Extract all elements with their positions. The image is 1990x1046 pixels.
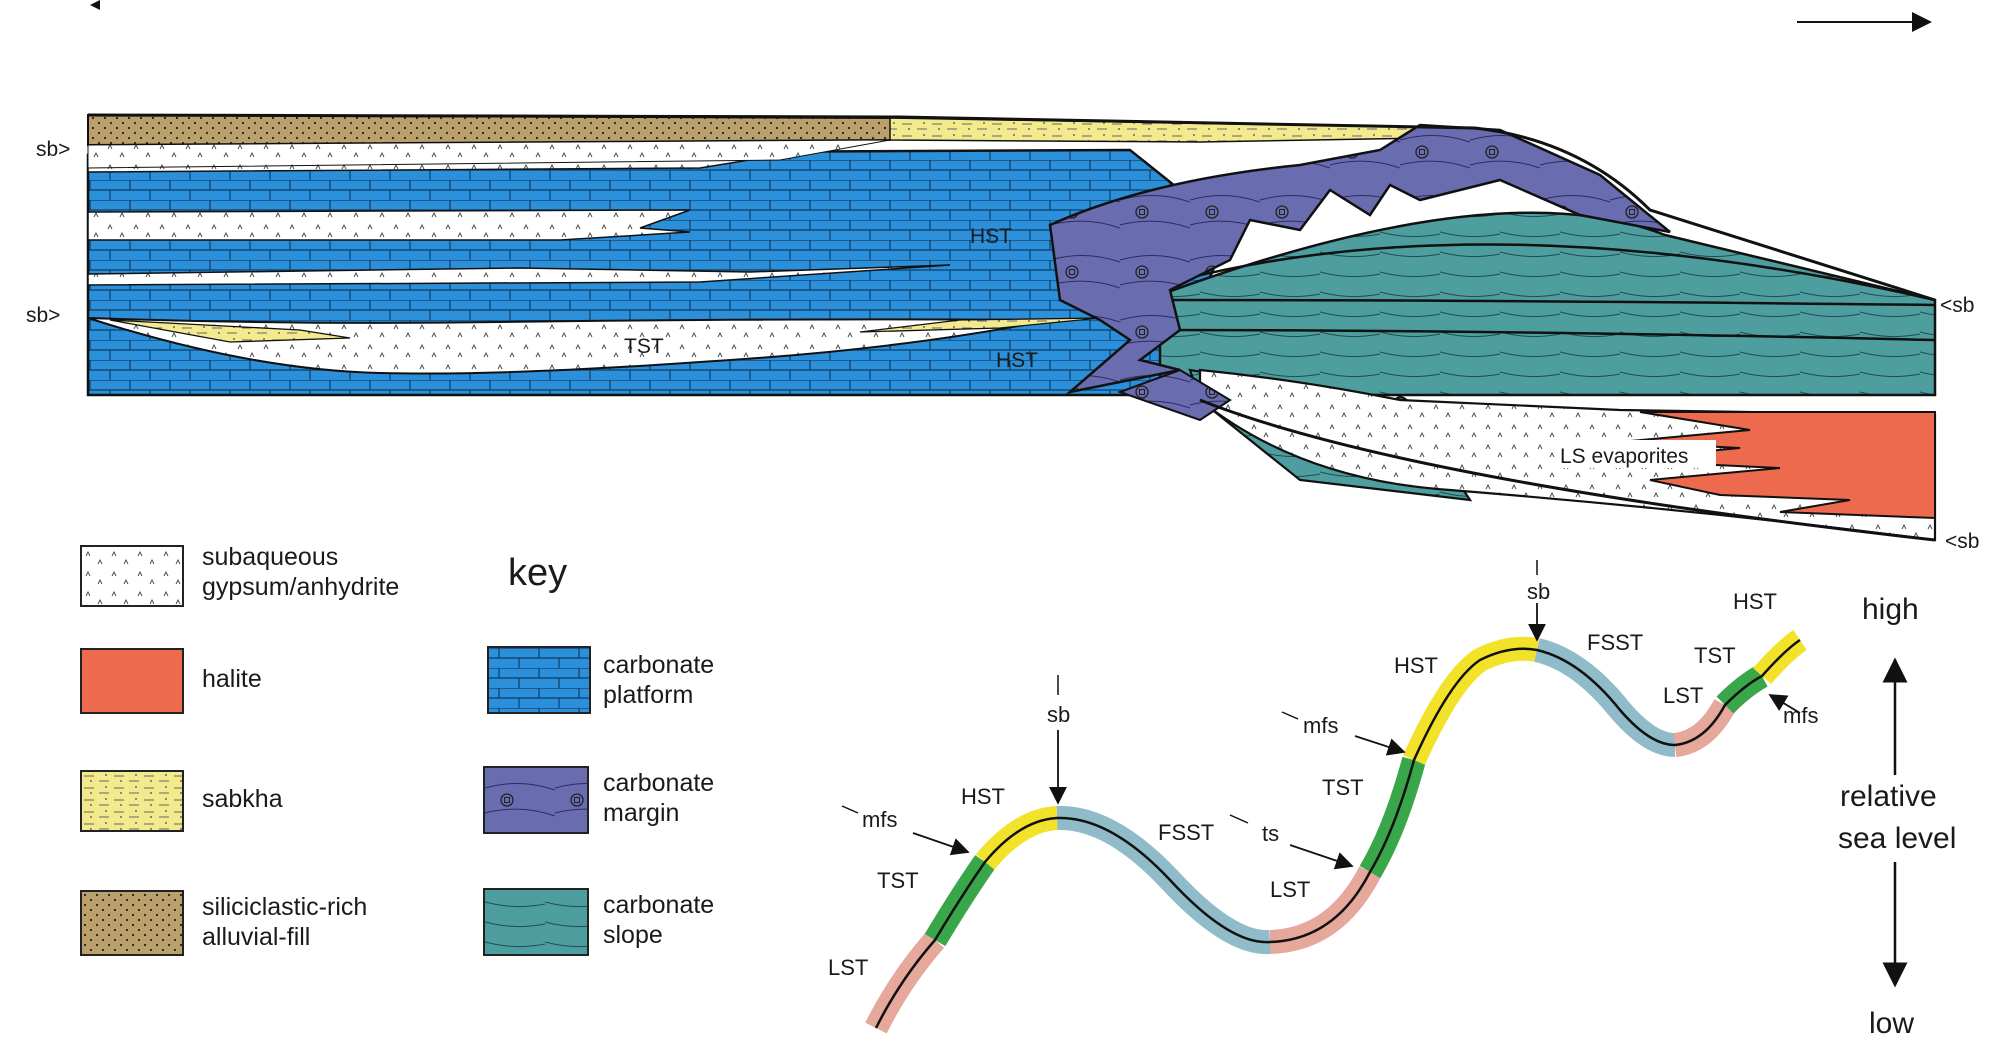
lst-label-1: LST bbox=[828, 955, 868, 980]
sea-level-axis: high relative sea level low bbox=[1838, 593, 1956, 1040]
hst-label-lower: HST bbox=[996, 349, 1038, 372]
halite-key-label: halite bbox=[202, 665, 262, 693]
cross-section bbox=[86, 113, 1937, 542]
slope-key-label: carbonate slope bbox=[603, 891, 715, 949]
carbonate-margin-lower bbox=[1117, 368, 1232, 422]
lst-label-2: LST bbox=[1270, 877, 1310, 902]
left-arrow-tip bbox=[90, 0, 100, 10]
gypsum-layer-3 bbox=[87, 264, 951, 286]
gypsum-swatch bbox=[80, 545, 184, 607]
margin-swatch bbox=[483, 766, 589, 834]
mfs-arrow-3 bbox=[1768, 694, 1801, 714]
curve-hst-1 bbox=[975, 806, 1059, 870]
sb-label-lower-left: sb> bbox=[26, 304, 60, 327]
sabkha-swatch bbox=[80, 770, 184, 832]
curve-fsst-2 bbox=[1533, 638, 1676, 757]
upper-sequence-boundary bbox=[87, 113, 1936, 302]
ls-evaporites-label: LS evaporites bbox=[1560, 445, 1688, 468]
axis-high-label: high bbox=[1862, 593, 1919, 626]
curve-lst-1 bbox=[865, 932, 945, 1034]
fsst-label-1: FSST bbox=[1158, 820, 1214, 845]
curve-segments bbox=[865, 630, 1807, 1034]
tst-label: TST bbox=[624, 335, 664, 358]
mfs-tick-1 bbox=[841, 805, 859, 814]
slope-bedding-lines bbox=[1159, 243, 1936, 342]
platform-key-label: carbonate platform bbox=[603, 651, 715, 709]
tst-label-1: TST bbox=[877, 868, 919, 893]
lst-label-3: LST bbox=[1663, 683, 1703, 708]
curve-tst-2 bbox=[1359, 756, 1426, 879]
hst-label-2: HST bbox=[1394, 653, 1438, 678]
mfs-tick-2 bbox=[1281, 711, 1299, 720]
mfs-arrow-2 bbox=[1354, 735, 1406, 756]
ts-label: ts bbox=[1262, 821, 1279, 846]
sb-label-upper-right: <sb bbox=[1940, 294, 1974, 317]
mfs-label-1: mfs bbox=[862, 807, 897, 832]
lower-sequence-boundary bbox=[1199, 398, 1936, 542]
sb-label-curve-2: sb bbox=[1527, 579, 1550, 604]
evaporite-label-background bbox=[1556, 440, 1716, 468]
axis-title-line2: sea level bbox=[1838, 822, 1956, 855]
hst-label-3: HST bbox=[1733, 589, 1777, 614]
tst-label-3: TST bbox=[1694, 643, 1736, 668]
siliciclastic-key-label: siliciclastic-rich alluvial-fill bbox=[202, 893, 368, 951]
gypsum-under-top bbox=[87, 139, 891, 169]
key-title: key bbox=[508, 552, 568, 594]
ts-arrow bbox=[1289, 844, 1354, 870]
gypsum-key-label: subaqueous gypsum/anhydrite bbox=[202, 543, 400, 601]
axis-low-label: low bbox=[1869, 1007, 1914, 1040]
slope-swatch bbox=[483, 888, 589, 956]
mfs-arrow-1 bbox=[912, 832, 970, 856]
fsst-label-2: FSST bbox=[1587, 630, 1643, 655]
platform-swatch bbox=[487, 646, 591, 714]
curve-center-line bbox=[874, 638, 1801, 1029]
tst-label-2: TST bbox=[1322, 775, 1364, 800]
hst-label-upper: HST bbox=[970, 225, 1012, 248]
margin-key-label: carbonate margin bbox=[603, 769, 715, 827]
sabkha-tongue-1 bbox=[109, 319, 351, 343]
sabkha-key-label: sabkha bbox=[202, 785, 283, 813]
ts-tick bbox=[1229, 814, 1249, 824]
curve-annotations: LST TST mfs HST sb FSST ts LST TST mfs H… bbox=[828, 560, 1818, 980]
axis-title-line1: relative bbox=[1840, 780, 1937, 813]
sb-label-lower-right: <sb bbox=[1945, 530, 1979, 553]
halite-swatch bbox=[80, 648, 184, 714]
gypsum-lens-tst bbox=[87, 317, 1051, 375]
gypsum-layer-2 bbox=[87, 209, 691, 241]
sb-label-curve-1: sb bbox=[1047, 702, 1070, 727]
siliciclastic-swatch bbox=[80, 890, 184, 956]
sb-label-upper-left: sb> bbox=[36, 138, 70, 161]
carbonate-slope-upper bbox=[1158, 211, 1937, 397]
hst-label-1: HST bbox=[961, 784, 1005, 809]
mfs-label-2: mfs bbox=[1303, 713, 1338, 738]
curve-lst-3 bbox=[1673, 699, 1736, 757]
sea-level-curve bbox=[865, 630, 1807, 1034]
